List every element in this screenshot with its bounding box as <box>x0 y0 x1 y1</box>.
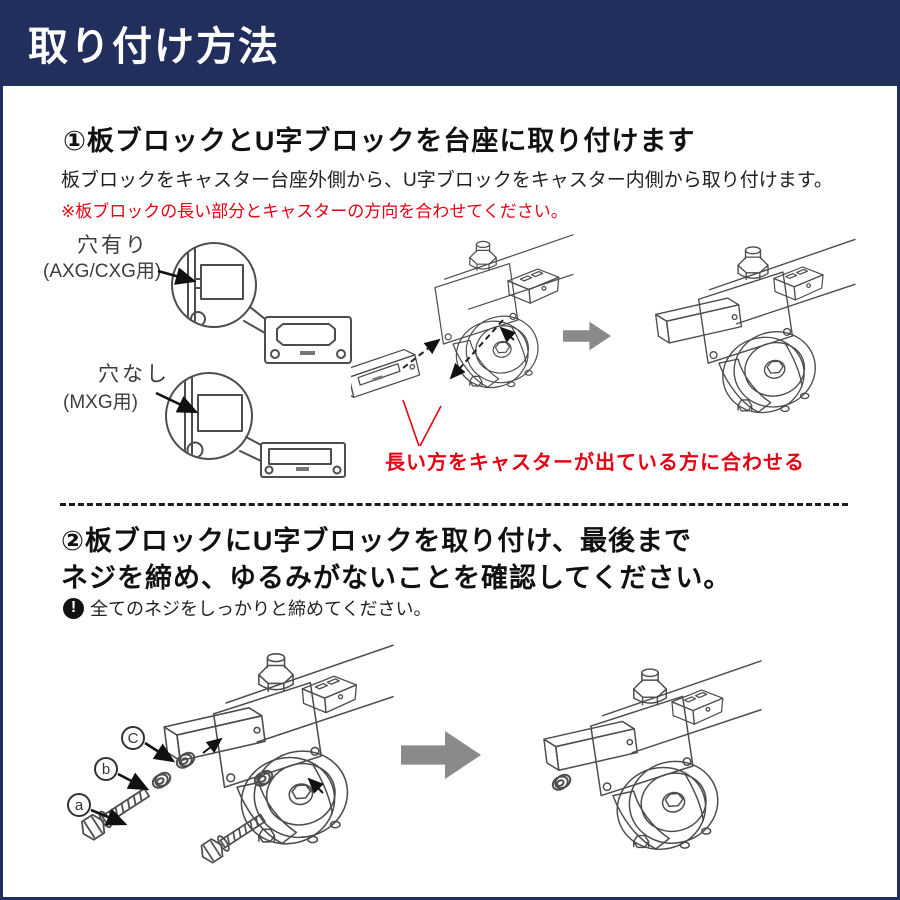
step1-annotation: 長い方をキャスターが出ている方に合わせる <box>385 452 805 474</box>
caster-with-bolts-diagram <box>76 644 394 867</box>
hole-type-sublabel: (AXG/CXG用) <box>43 261 162 282</box>
step2-note: ! 全てのネジをしっかりと締めてください。 <box>63 595 431 621</box>
assembled-caster-diagram-2 <box>543 660 762 860</box>
part-label-a: a <box>67 793 91 817</box>
step1-red-note: ※板ブロックの長い部分とキャスターの方向を合わせてください。 <box>61 202 568 221</box>
section-divider <box>60 503 848 506</box>
step1-heading: ①板ブロックとU字ブロックを台座に取り付けます <box>63 126 696 156</box>
exploded-caster-diagram <box>351 234 574 447</box>
step2-heading-line2: ネジを締め、ゆるみがないことを確認してください。 <box>61 563 732 593</box>
page-title: 取り付け方法 <box>28 25 280 69</box>
title-bar: 取り付け方法 <box>3 3 897 86</box>
step2-heading-line1: ②板ブロックにU字ブロックを取り付け、最後まで <box>61 526 693 556</box>
step1-body: 板ブロックをキャスター台座外側から、U字ブロックをキャスター内側から取り付けます… <box>61 170 833 191</box>
magnifier-detail-diagram <box>155 242 352 478</box>
step2-note-text: 全てのネジをしっかりと締めてください。 <box>90 599 432 619</box>
part-label-b: b <box>94 757 118 781</box>
exclamation-icon: ! <box>63 597 84 619</box>
hole-type-label: 穴有り <box>77 234 149 257</box>
nohole-type-label: 穴なし <box>98 363 170 386</box>
assembled-caster-diagram <box>655 238 856 422</box>
nohole-type-sublabel: (MXG用) <box>63 392 138 413</box>
right-arrow-icon-2 <box>401 731 481 779</box>
part-label-c: C <box>121 726 145 750</box>
